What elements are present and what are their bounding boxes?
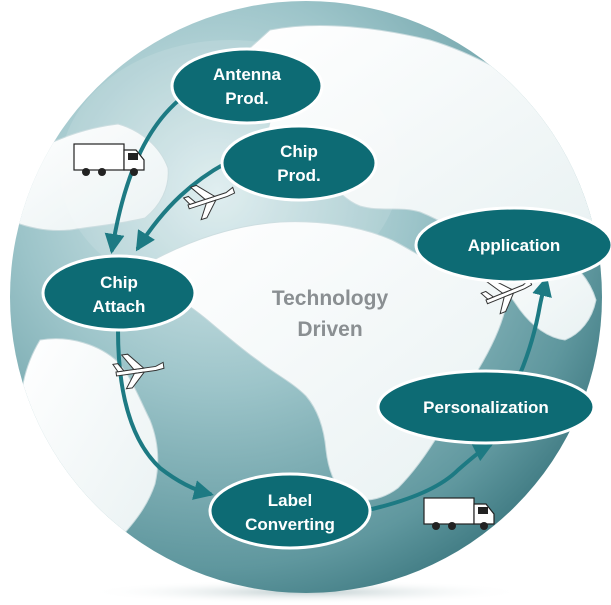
- node-label-converting-label-line1: Label: [268, 491, 312, 510]
- node-antenna-label-line1: Antenna: [213, 65, 282, 84]
- airplane-icon: [182, 184, 236, 221]
- node-application: Application: [414, 206, 611, 284]
- node-label-converting: Label Converting: [208, 472, 372, 550]
- node-application-label: Application: [468, 236, 561, 255]
- node-chip-attach-label-line1: Chip: [100, 273, 138, 292]
- arrow-label-to-personalization: [370, 443, 494, 511]
- node-chip-attach-label-line2: Attach: [93, 297, 146, 316]
- airplane-icon: [112, 353, 165, 390]
- arrow-personalization-to-application: [518, 276, 552, 376]
- node-personalization: Personalization: [376, 369, 596, 445]
- arrow-chipprod-to-attach: [135, 161, 228, 252]
- truck-icon: [423, 497, 495, 530]
- node-label-converting-label-line2: Converting: [245, 515, 335, 534]
- node-personalization-label: Personalization: [423, 398, 549, 417]
- arrow-antenna-to-attach: [104, 91, 190, 254]
- node-antenna-prod: Antenna Prod.: [170, 47, 324, 125]
- airplane-icon: [480, 278, 533, 315]
- node-chip-prod-label-line2: Prod.: [277, 166, 320, 185]
- center-label-line1: Technology: [272, 287, 389, 310]
- center-label-line2: Driven: [297, 318, 362, 341]
- truck-icon: [73, 143, 145, 176]
- node-chip-prod: Chip Prod.: [220, 124, 378, 202]
- node-chip-attach: Chip Attach: [41, 254, 197, 332]
- node-chip-prod-label-line1: Chip: [280, 142, 318, 161]
- node-antenna-label-line2: Prod.: [225, 89, 268, 108]
